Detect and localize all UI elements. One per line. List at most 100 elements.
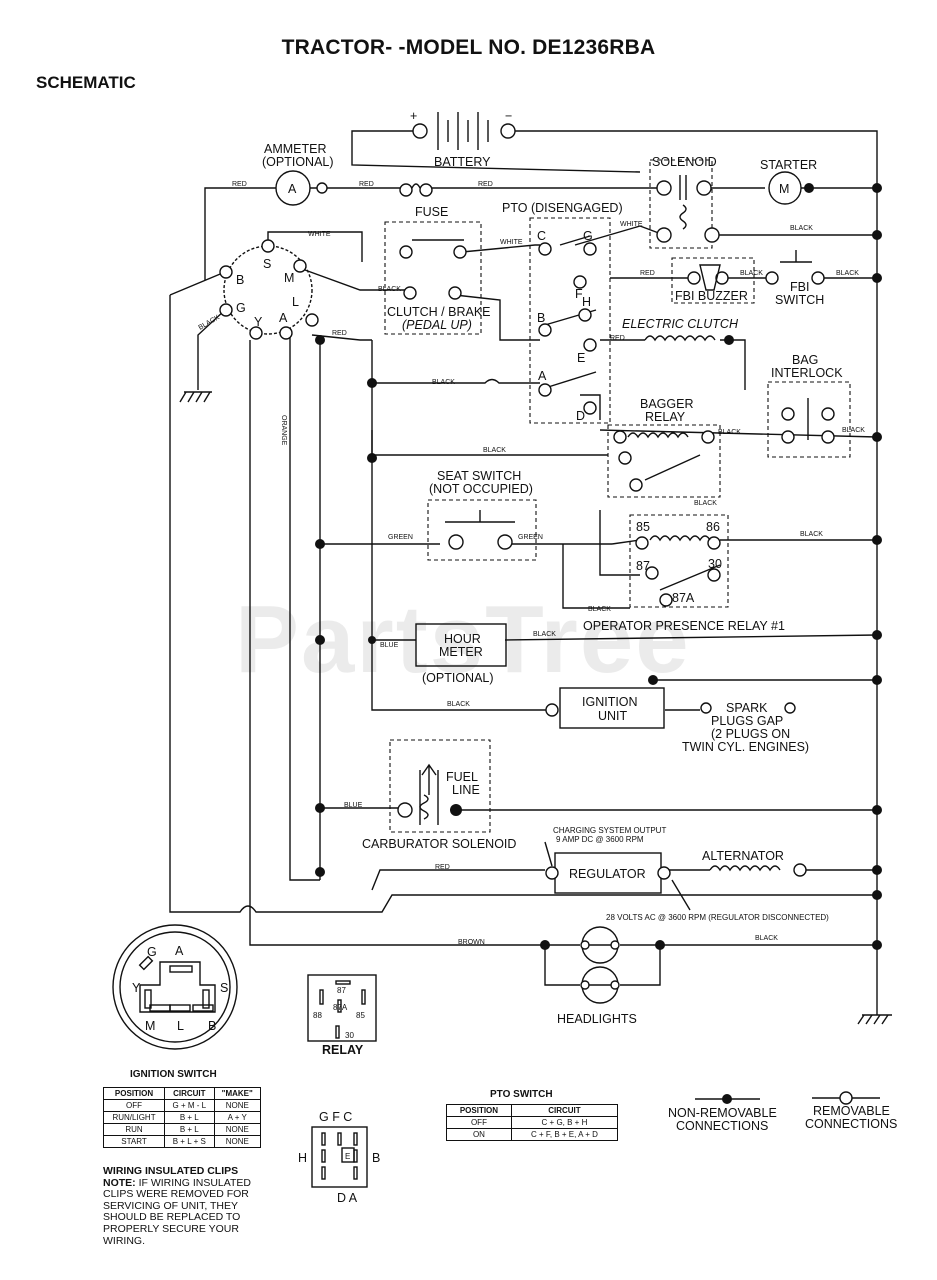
table-cell: OFF xyxy=(446,1116,512,1129)
bag-interlock-label-2: INTERLOCK xyxy=(771,366,843,380)
wire-label-black: BLACK xyxy=(740,270,763,277)
clutch-brake-label: CLUTCH / BRAKE xyxy=(387,305,491,319)
ignition-pin-a: A xyxy=(175,944,184,958)
ignition-switch-connector: S M B G Y A L xyxy=(219,239,319,340)
wire-label-white: WHITE xyxy=(308,231,331,238)
ignition-table-header: POSITION xyxy=(102,1087,166,1100)
relay-pin-87a: 87A xyxy=(333,1003,348,1012)
table-cell: C + F, B + E, A + D xyxy=(510,1128,619,1141)
pto-switch: PTO (DISENGAGED) C G F H B E A D xyxy=(502,201,623,423)
table-cell: B + L + S xyxy=(164,1135,215,1148)
pto-pin-b: B xyxy=(372,1151,380,1165)
seat-switch-label: SEAT SWITCH xyxy=(437,469,521,483)
pto-pin-da: D A xyxy=(337,1191,358,1205)
table-row: OFF G + M - L NONE xyxy=(102,1099,261,1112)
switch-terminal-l: L xyxy=(292,295,299,309)
wire-label-black: BLACK xyxy=(533,631,556,638)
wire-label-black: BLACK xyxy=(694,500,717,507)
pto-table-header: POSITION xyxy=(446,1104,512,1117)
table-cell: START xyxy=(102,1135,166,1148)
bag-interlock-label: BAG xyxy=(792,353,818,367)
ignition-switch-diagram: G A Y S M L B xyxy=(112,924,238,1050)
relay-pin-85: 85 xyxy=(356,1011,365,1020)
ignition-table-header: "MAKE" xyxy=(213,1087,261,1100)
table-cell: B + L xyxy=(164,1111,215,1124)
wire-label-red: RED xyxy=(610,335,625,342)
headlights: HEADLIGHTS xyxy=(557,926,637,1026)
table-row: OFF C + G, B + H xyxy=(446,1116,619,1129)
wire-label-black: BLACK xyxy=(842,427,865,434)
ignition-pin-s: S xyxy=(220,981,228,995)
relay-pinout-diagram: 87 88 87A 85 30 RELAY xyxy=(307,974,377,1057)
relay-pin-30: 30 xyxy=(345,1031,354,1040)
switch-terminal-b: B xyxy=(236,273,244,287)
battery-plus-label: + xyxy=(410,109,417,123)
pto-terminal-e: E xyxy=(577,351,585,365)
wire-label-black: BLACK xyxy=(800,531,823,538)
ignition-pin-l: L xyxy=(177,1019,184,1033)
charging-note-2: 9 AMP DC @ 3600 RPM xyxy=(556,835,644,844)
fbi-buzzer: FBI BUZZER xyxy=(675,264,748,303)
fbi-buzzer-label: FBI BUZZER xyxy=(675,289,748,303)
regulator-label: REGULATOR xyxy=(569,867,646,881)
wire-label-white: WHITE xyxy=(620,221,643,228)
pto-label: PTO (DISENGAGED) xyxy=(502,201,623,215)
table-row: RUN/LIGHT B + L A + Y xyxy=(102,1111,261,1124)
ammeter-optional-label: (OPTIONAL) xyxy=(262,155,334,169)
wire-label-black: BLACK xyxy=(718,429,741,436)
ignition-unit-label: IGNITION xyxy=(582,695,638,709)
dashed-enclosures xyxy=(384,159,851,833)
junction-dots xyxy=(315,183,882,950)
wire-label-red: RED xyxy=(478,181,493,188)
ignition-pin-g: G xyxy=(147,945,157,959)
fuel-line-label-2: LINE xyxy=(452,783,480,797)
carburetor-solenoid: FUEL LINE CARBURATOR SOLENOID xyxy=(362,763,516,851)
wire-label-brown: BROWN xyxy=(458,939,485,946)
wire-label-black: BLACK xyxy=(198,314,222,332)
wire-label-black: BLACK xyxy=(755,935,778,942)
hour-meter-label-2: METER xyxy=(439,645,483,659)
alternator-label: ALTERNATOR xyxy=(702,849,784,863)
wire-label-blue: BLUE xyxy=(380,642,399,649)
table-cell: NONE xyxy=(213,1123,261,1136)
bagger-relay-label-2: RELAY xyxy=(645,410,686,424)
wire-label-black: BLACK xyxy=(836,270,859,277)
fbi-switch: FBI SWITCH xyxy=(765,250,825,307)
seat-switch: SEAT SWITCH (NOT OCCUPIED) xyxy=(429,469,533,550)
wire-label-black: BLACK xyxy=(447,701,470,708)
carburetor-solenoid-label: CARBURATOR SOLENOID xyxy=(362,837,516,851)
wire-label-red: RED xyxy=(435,864,450,871)
spark-plugs-gap-label: PLUGS GAP xyxy=(711,714,783,728)
battery-minus-label: − xyxy=(505,109,512,123)
ammeter-symbol: A xyxy=(288,182,297,196)
table-cell: G + M - L xyxy=(164,1099,215,1112)
bagger-relay-label: BAGGER xyxy=(640,397,694,411)
relay-terminal-87: 87 xyxy=(636,559,650,573)
note-label: NOTE: xyxy=(103,1176,136,1189)
charging-note: CHARGING SYSTEM OUTPUT xyxy=(553,826,666,835)
wire-label-red: RED xyxy=(359,181,374,188)
pto-terminal-g: G xyxy=(583,229,593,243)
wire-label-black: BLACK xyxy=(483,447,506,454)
pto-terminal-f: F xyxy=(575,287,583,301)
relay-terminal-86: 86 xyxy=(706,520,720,534)
starter-motor: M STARTER xyxy=(760,158,817,205)
table-cell: RUN xyxy=(102,1123,166,1136)
wire-label-black: BLACK xyxy=(790,225,813,232)
table-cell: OFF xyxy=(102,1099,166,1112)
wire-label-white: WHITE xyxy=(500,239,523,246)
pto-pin-e: E xyxy=(345,1152,350,1161)
spark-plugs-note-1: (2 PLUGS ON xyxy=(711,727,790,741)
electric-clutch-label: ELECTRIC CLUTCH xyxy=(622,317,739,331)
table-cell: A + Y xyxy=(213,1111,261,1124)
page-title: TRACTOR- -MODEL NO. DE1236RBA xyxy=(281,36,656,59)
bag-interlock: BAG INTERLOCK xyxy=(771,353,843,444)
starter-label: STARTER xyxy=(760,158,817,172)
page-subtitle: SCHEMATIC xyxy=(36,73,136,92)
ammeter: A AMMETER (OPTIONAL) xyxy=(262,142,334,206)
wiring-clips-note: WIRING INSULATED CLIPS NOTE: IF WIRING I… xyxy=(103,1165,283,1247)
hour-meter: HOUR METER (OPTIONAL) xyxy=(415,623,507,685)
alternator: ALTERNATOR xyxy=(702,849,807,877)
legend-removable-2: CONNECTIONS xyxy=(805,1117,897,1131)
